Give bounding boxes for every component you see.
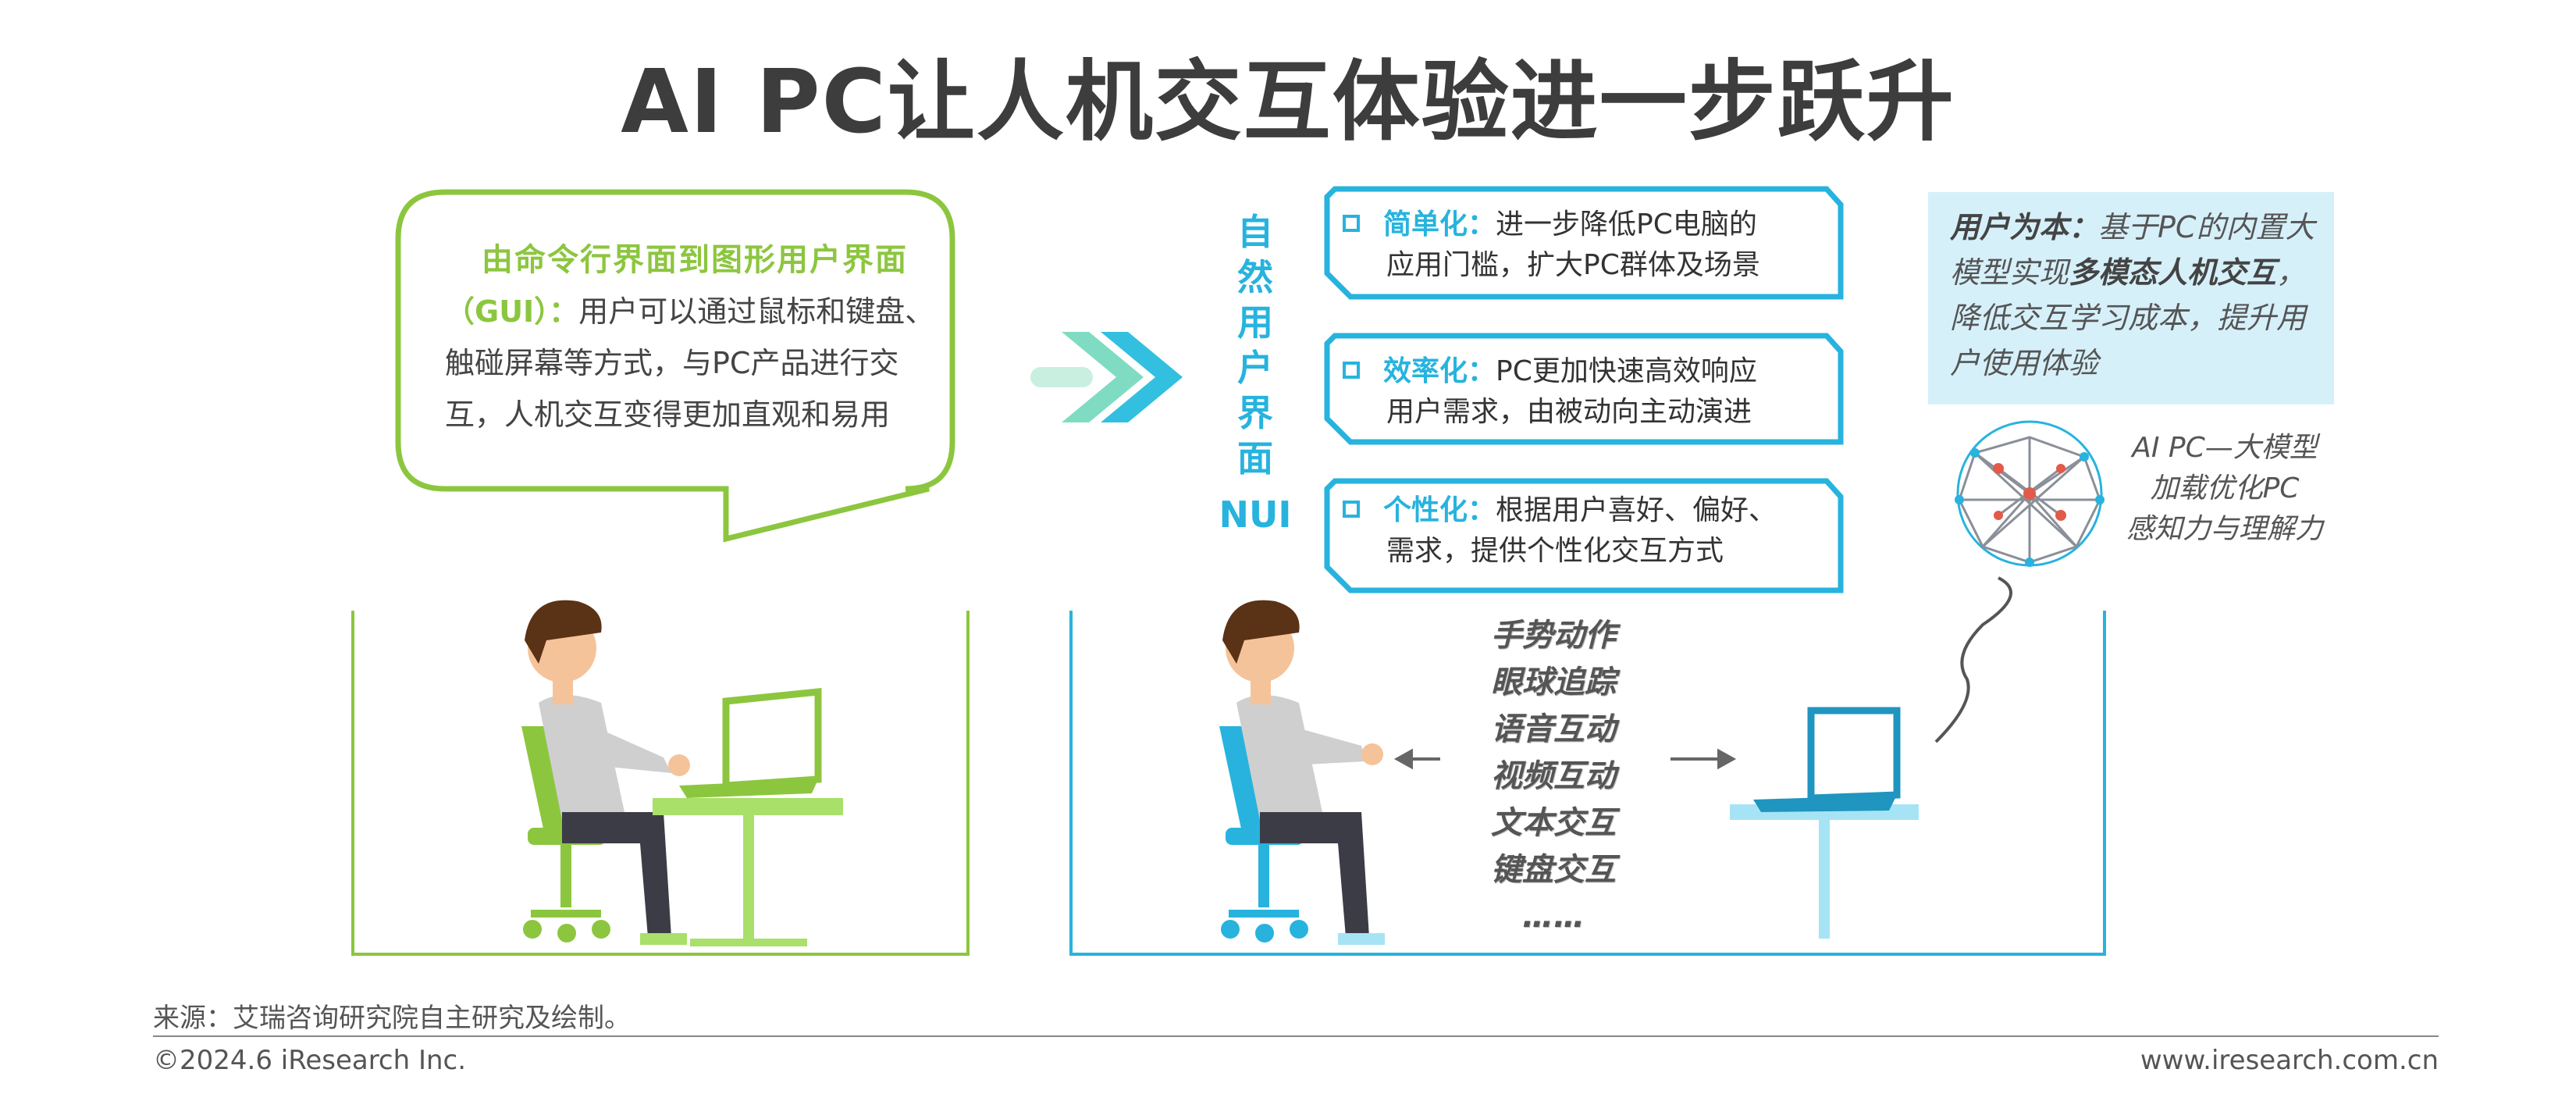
feature-personalization: 个性化：根据用户喜好、偏好、 需求，提供个性化交互方式 bbox=[1343, 490, 1842, 572]
gui-title: 由命令行界面到图形用户界面 bbox=[482, 242, 908, 278]
feature-line1: 进一步降低PC电脑的 bbox=[1496, 208, 1757, 241]
ai-pc-laptop-illustration bbox=[1730, 576, 2012, 939]
modality-item: 语音互动 bbox=[1491, 711, 1616, 747]
note-bold: 多模态人机交互 bbox=[2069, 255, 2277, 290]
gui-desc: 用户可以通过鼠标和键盘、触碰屏幕等方式，与PC产品进行交互，人机交互变得更加直观… bbox=[445, 294, 935, 432]
feature-simplification: 简单化：进一步降低PC电脑的 应用门槛，扩大PC群体及场景 bbox=[1343, 205, 1842, 286]
feature-efficiency: 效率化：PC更加快速高效响应 用户需求，由被动向主动演进 bbox=[1343, 351, 1842, 433]
neural-network-icon bbox=[1956, 420, 2103, 567]
nui-char: 户 bbox=[1237, 347, 1273, 389]
llm-line: 感知力与理解力 bbox=[2126, 513, 2323, 545]
feature-key: 个性化： bbox=[1383, 494, 1496, 526]
nui-abbr: NUI bbox=[1219, 494, 1292, 536]
ai-pc-llm-label: AI PC—大模型 加载优化PC 感知力与理解力 bbox=[2100, 428, 2350, 550]
feature-line1: PC更加快速高效响应 bbox=[1496, 355, 1757, 387]
feature-line2: 需求，提供个性化交互方式 bbox=[1386, 535, 1724, 567]
modality-item: 眼球追踪 bbox=[1491, 665, 1616, 700]
nui-char: 用 bbox=[1237, 301, 1273, 344]
modality-item: 文本交互 bbox=[1491, 805, 1616, 841]
website-link[interactable]: www.iresearch.com.cn bbox=[2140, 1045, 2439, 1076]
nui-user-illustration bbox=[1219, 600, 1385, 945]
interaction-modalities: 手势动作 眼球追踪 语音互动 视频互动 文本交互 键盘交互 …… bbox=[1468, 612, 1639, 940]
modality-item: 视频互动 bbox=[1491, 758, 1616, 794]
nui-char: 自 bbox=[1237, 211, 1273, 253]
feature-line2: 用户需求，由被动向主动演进 bbox=[1386, 396, 1752, 428]
gui-frame bbox=[351, 611, 970, 956]
source-note: 来源：艾瑞咨询研究院自主研究及绘制。 bbox=[153, 1003, 631, 1034]
modality-item: …… bbox=[1522, 899, 1585, 935]
feature-key: 简单化： bbox=[1383, 208, 1496, 241]
llm-line: AI PC—大模型 bbox=[2132, 432, 2318, 464]
footer-divider bbox=[153, 1035, 2439, 1037]
note-text: 基于PC的内置大模型实现 bbox=[1950, 210, 2315, 290]
copyright: ©2024.6 iResearch Inc. bbox=[153, 1045, 467, 1076]
transition-arrow-icon bbox=[1030, 332, 1183, 422]
checkbox-square-icon bbox=[1343, 362, 1360, 379]
nui-char: 面 bbox=[1237, 437, 1273, 479]
user-centric-note-box bbox=[1928, 192, 2334, 404]
llm-line: 加载优化PC bbox=[2150, 472, 2300, 504]
gui-description: 由命令行界面到图形用户界面 （GUI）：用户可以通过鼠标和键盘、触碰屏幕等方式，… bbox=[445, 234, 945, 440]
page-title: AI PC让人机交互体验进一步跃升 bbox=[621, 52, 1955, 153]
nui-char: 然 bbox=[1237, 256, 1273, 298]
feature-line1: 根据用户喜好、偏好、 bbox=[1496, 494, 1777, 526]
checkbox-square-icon bbox=[1343, 501, 1360, 518]
note-bold: 用户为本： bbox=[1950, 210, 2099, 244]
modality-item: 手势动作 bbox=[1491, 618, 1616, 654]
nui-vertical-label: 自 然 用 户 界 面 bbox=[1224, 209, 1286, 481]
gui-user-illustration bbox=[521, 600, 843, 946]
gui-abbr: （GUI）： bbox=[445, 294, 579, 329]
note-text: ，降低交互学习成本，提升用户使用体验 bbox=[1950, 255, 2307, 380]
modality-item: 键盘交互 bbox=[1491, 852, 1616, 888]
feature-line2: 应用门槛，扩大PC群体及场景 bbox=[1386, 249, 1760, 281]
user-centric-note: 用户为本：基于PC的内置大模型实现多模态人机交互，降低交互学习成本，提升用户使用… bbox=[1950, 205, 2325, 386]
nui-char: 界 bbox=[1237, 392, 1273, 434]
feature-key: 效率化： bbox=[1383, 355, 1496, 387]
checkbox-square-icon bbox=[1343, 215, 1360, 232]
